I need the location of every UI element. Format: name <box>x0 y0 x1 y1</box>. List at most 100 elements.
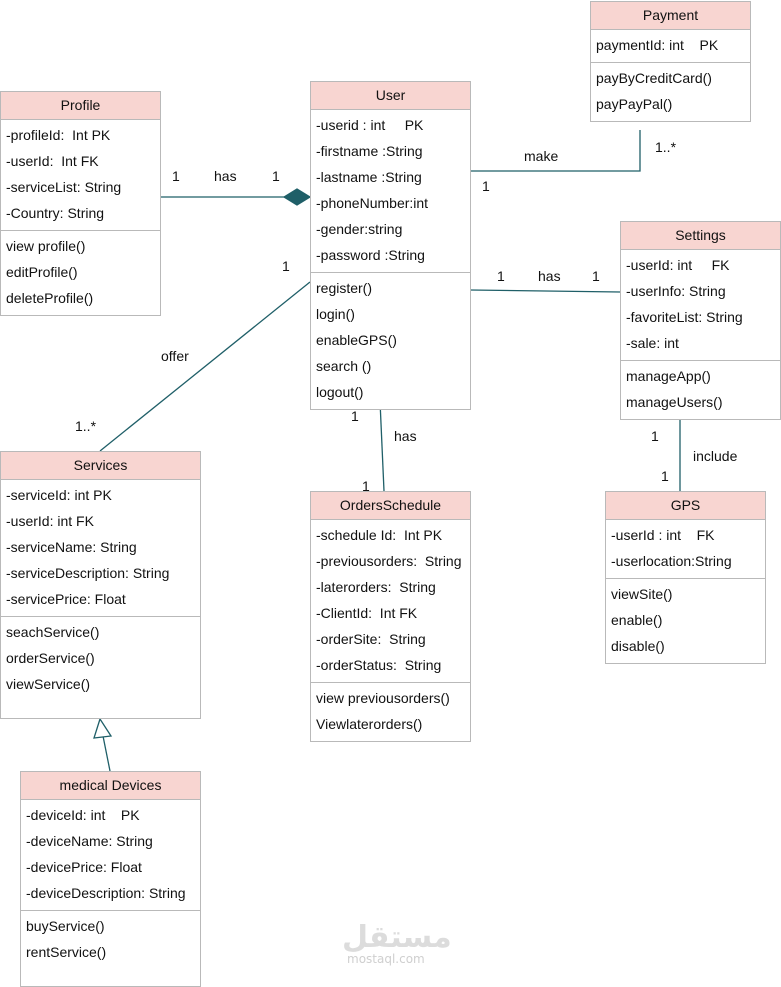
class-payment-methods: payByCreditCard() payPayPal() <box>591 62 750 121</box>
attribute: -orderStatus: String <box>316 657 442 673</box>
attribute: -userId : int FK <box>611 527 715 543</box>
user-settings-mult-1: 1 <box>497 268 505 284</box>
user-services-mult-2: 1..* <box>75 418 97 434</box>
class-user-name: User <box>311 82 470 110</box>
user-payment-mult-1: 1 <box>482 178 490 194</box>
settings-gps-mult-2: 1 <box>661 468 669 484</box>
class-services-name: Services <box>1 452 200 480</box>
user-services-line <box>99 281 311 452</box>
method: manageUsers() <box>626 394 723 410</box>
user-services-label: offer <box>161 348 189 364</box>
method: view profile() <box>6 238 86 254</box>
attribute: -userid : int PK <box>316 117 424 133</box>
profile-user-mult-2: 1 <box>272 168 280 184</box>
class-settings-name: Settings <box>621 222 780 250</box>
attribute: -deviceName: String <box>26 833 153 849</box>
settings-gps-mult-1: 1 <box>651 428 659 444</box>
method: Viewlaterorders() <box>316 716 423 732</box>
generalization-line <box>102 735 111 772</box>
attribute: -servicePrice: Float <box>6 591 126 607</box>
attribute: -userInfo: String <box>626 283 726 299</box>
class-medical-attributes: -deviceId: int PK -deviceName: String -d… <box>21 800 200 910</box>
class-medical-methods: buyService() rentService() <box>21 910 200 969</box>
class-services[interactable]: Services -serviceId: int PK -userId: int… <box>0 451 201 719</box>
class-profile[interactable]: Profile -profileId: Int PK -userId: Int … <box>0 91 161 316</box>
class-gps-name: GPS <box>606 492 765 520</box>
class-orders-schedule[interactable]: OrdersSchedule -schedule Id: Int PK -pre… <box>310 491 471 742</box>
user-payment-label: make <box>524 148 559 164</box>
class-gps[interactable]: GPS -userId : int FK -userlocation:Strin… <box>605 491 766 664</box>
class-services-methods: seachService() orderService() viewServic… <box>1 616 200 701</box>
class-settings-methods: manageApp() manageUsers() <box>621 360 780 419</box>
method: enable() <box>611 612 663 628</box>
method: disable() <box>611 638 665 654</box>
watermark-arabic: مستقل <box>342 920 452 955</box>
class-orders-methods: view previousorders() Viewlaterorders() <box>311 682 470 741</box>
attribute: -orderSite: String <box>316 631 426 647</box>
class-payment-attributes: paymentId: int PK <box>591 30 750 62</box>
attribute: -userlocation:String <box>611 553 732 569</box>
attribute: -password :String <box>316 247 425 263</box>
user-settings-line <box>469 289 621 293</box>
user-orders-label: has <box>394 428 417 444</box>
attribute: -devicePrice: Float <box>26 859 142 875</box>
class-gps-methods: viewSite() enable() disable() <box>606 578 765 663</box>
method: editProfile() <box>6 264 78 280</box>
attribute: -userId: int FK <box>626 257 730 273</box>
class-gps-attributes: -userId : int FK -userlocation:String <box>606 520 765 578</box>
class-profile-methods: view profile() editProfile() deleteProfi… <box>1 230 160 315</box>
class-payment[interactable]: Payment paymentId: int PK payByCreditCar… <box>590 1 751 122</box>
method: view previousorders() <box>316 690 450 706</box>
user-payment-line <box>470 130 641 172</box>
method: logout() <box>316 384 364 400</box>
attribute: -serviceName: String <box>6 539 137 555</box>
class-medical-name: medical Devices <box>21 772 200 800</box>
attribute: -favoriteList: String <box>626 309 743 325</box>
user-settings-label: has <box>538 268 561 284</box>
attribute: -deviceId: int PK <box>26 807 140 823</box>
class-profile-attributes: -profileId: Int PK -userId: Int FK -serv… <box>1 120 160 230</box>
user-services-mult-1: 1 <box>282 258 290 274</box>
attribute: -previousorders: String <box>316 553 462 569</box>
attribute: -sale: int <box>626 335 679 351</box>
method: search () <box>316 358 372 374</box>
method: payByCreditCard() <box>596 70 712 86</box>
user-orders-line <box>379 400 385 492</box>
method: rentService() <box>26 944 107 960</box>
user-orders-mult-2: 1 <box>362 478 370 494</box>
class-user-attributes: -userid : int PK -firstname :String -las… <box>311 110 470 272</box>
attribute: -laterorders: String <box>316 579 436 595</box>
settings-gps-label: include <box>693 448 738 464</box>
class-settings[interactable]: Settings -userId: int FK -userInfo: Stri… <box>620 221 781 420</box>
user-settings-mult-2: 1 <box>592 268 600 284</box>
attribute: -userId: int FK <box>6 513 94 529</box>
method: orderService() <box>6 650 95 666</box>
class-services-attributes: -serviceId: int PK -userId: int FK -serv… <box>1 480 200 616</box>
attribute: -schedule Id: Int PK <box>316 527 443 543</box>
class-user[interactable]: User -userid : int PK -firstname :String… <box>310 81 471 410</box>
class-profile-name: Profile <box>1 92 160 120</box>
method: viewService() <box>6 676 91 692</box>
watermark-latin: mostaql.com <box>347 952 425 966</box>
method: viewSite() <box>611 586 673 602</box>
attribute: -ClientId: Int FK <box>316 605 418 621</box>
method: deleteProfile() <box>6 290 94 306</box>
class-payment-name: Payment <box>591 2 750 30</box>
attribute: -profileId: Int PK <box>6 127 111 143</box>
method: seachService() <box>6 624 100 640</box>
class-orders-name: OrdersSchedule <box>311 492 470 520</box>
attribute: -deviceDescription: String <box>26 885 186 901</box>
class-medical-devices[interactable]: medical Devices -deviceId: int PK -devic… <box>20 771 201 987</box>
method: register() <box>316 280 373 296</box>
class-settings-attributes: -userId: int FK -userInfo: String -favor… <box>621 250 780 360</box>
class-user-methods: register() login() enableGPS() search ()… <box>311 272 470 409</box>
attribute: -Country: String <box>6 205 105 221</box>
composition-diamond <box>282 188 312 206</box>
attribute: -gender:string <box>316 221 403 237</box>
profile-user-label: has <box>214 168 237 184</box>
method: buyService() <box>26 918 105 934</box>
attribute: -serviceId: int PK <box>6 487 112 503</box>
class-orders-attributes: -schedule Id: Int PK -previousorders: St… <box>311 520 470 682</box>
profile-user-mult-1: 1 <box>172 168 180 184</box>
